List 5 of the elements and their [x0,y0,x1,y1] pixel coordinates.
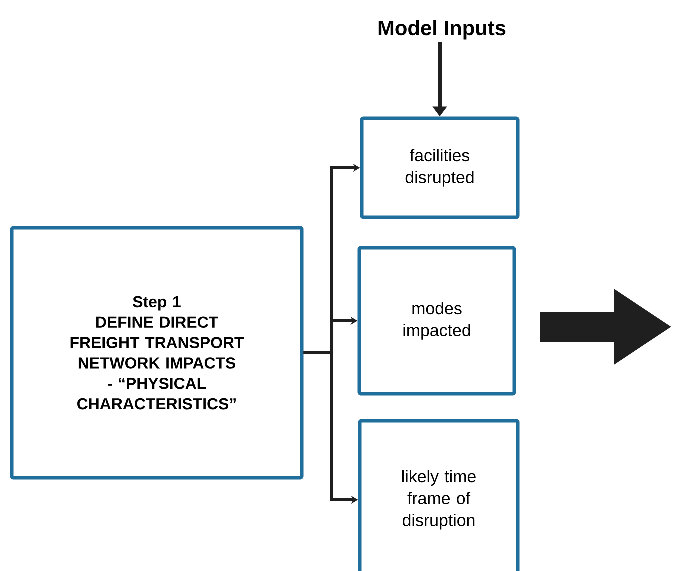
step-box: Step 1 DEFINE DIRECT FREIGHT TRANSPORT NETWORK IMPACTS - “PHYSICAL CHARACTERISTICS” [10,226,304,480]
input-box: likely time frame of disruption [358,419,520,571]
title-text: Model Inputs [378,20,506,40]
input-box: facilities disrupted [360,116,520,220]
input-box: modes impacted [358,246,516,396]
